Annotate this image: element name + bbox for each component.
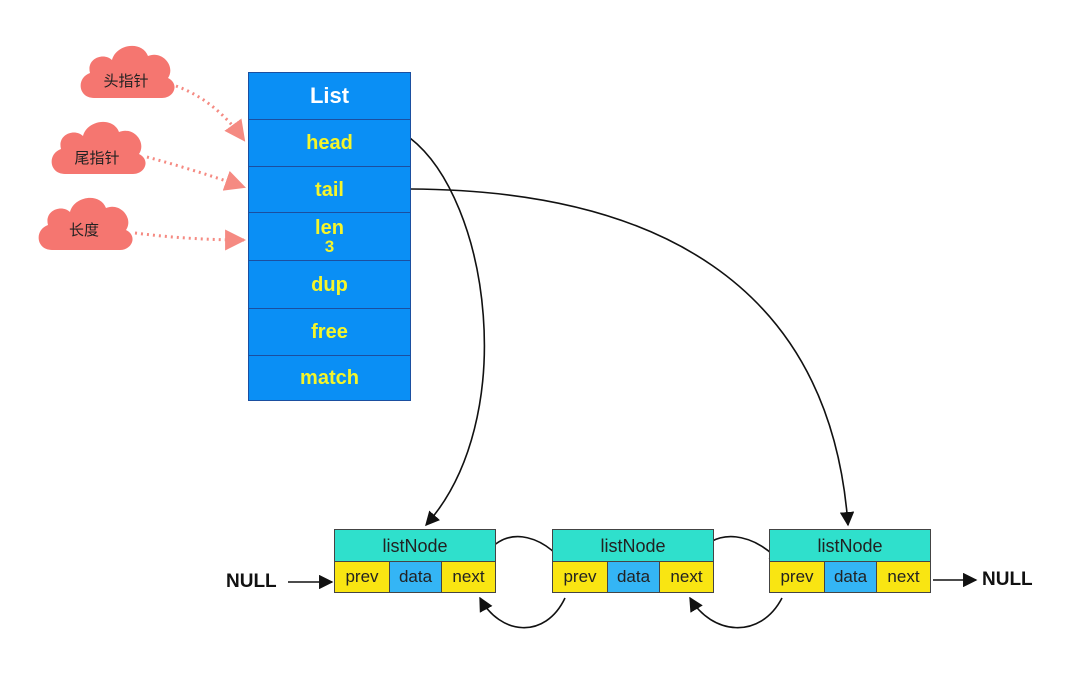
node-prev: prev <box>552 561 608 593</box>
node2-prev-arrow <box>479 596 566 629</box>
tail-to-last-node-arrow <box>409 188 855 527</box>
head-pointer-label: 头指针 <box>103 72 149 90</box>
length-label: 长度 <box>68 221 99 239</box>
null-left-label: NULL <box>226 571 277 592</box>
len-value: 3 <box>324 236 335 256</box>
list-field-free: free <box>248 308 411 356</box>
node-prev: prev <box>769 561 825 593</box>
head-pointer-cloud: 头指针 <box>76 40 176 100</box>
cloud-shape-icon <box>38 197 133 250</box>
cloud-shape-icon <box>51 121 146 174</box>
list-field-head: head <box>248 119 411 167</box>
node-title: listNode <box>552 529 714 562</box>
list-field-match: match <box>248 355 411 401</box>
list-field-len: len 3 <box>248 212 411 261</box>
node-next: next <box>659 561 714 593</box>
node-prev: prev <box>334 561 390 593</box>
node-data: data <box>389 561 442 593</box>
node3-prev-arrow <box>689 596 783 629</box>
list-node-2: listNode prev data next <box>552 529 714 593</box>
list-node-1: listNode prev data next <box>334 529 496 593</box>
length-arrow <box>134 229 247 251</box>
null-right-label: NULL <box>982 569 1033 590</box>
len-label: len <box>315 216 344 239</box>
node-data: data <box>607 561 660 593</box>
node-title: listNode <box>769 529 931 562</box>
head-to-first-node-arrow <box>409 137 486 527</box>
length-cloud: 长度 <box>34 192 134 252</box>
tail-pointer-arrow <box>146 155 246 191</box>
cloud-shape-icon <box>80 45 175 98</box>
node-next: next <box>876 561 931 593</box>
list-struct: List head tail len 3 dup free match <box>248 72 411 401</box>
list-title: List <box>248 72 411 120</box>
node-data: data <box>824 561 877 593</box>
tail-pointer-label: 尾指针 <box>74 149 120 167</box>
node-next: next <box>441 561 496 593</box>
node-title: listNode <box>334 529 496 562</box>
list-node-3: listNode prev data next <box>769 529 931 593</box>
list-field-tail: tail <box>248 166 411 213</box>
list-field-dup: dup <box>248 260 411 309</box>
head-pointer-arrow <box>175 84 246 142</box>
tail-pointer-cloud: 尾指针 <box>47 116 147 176</box>
